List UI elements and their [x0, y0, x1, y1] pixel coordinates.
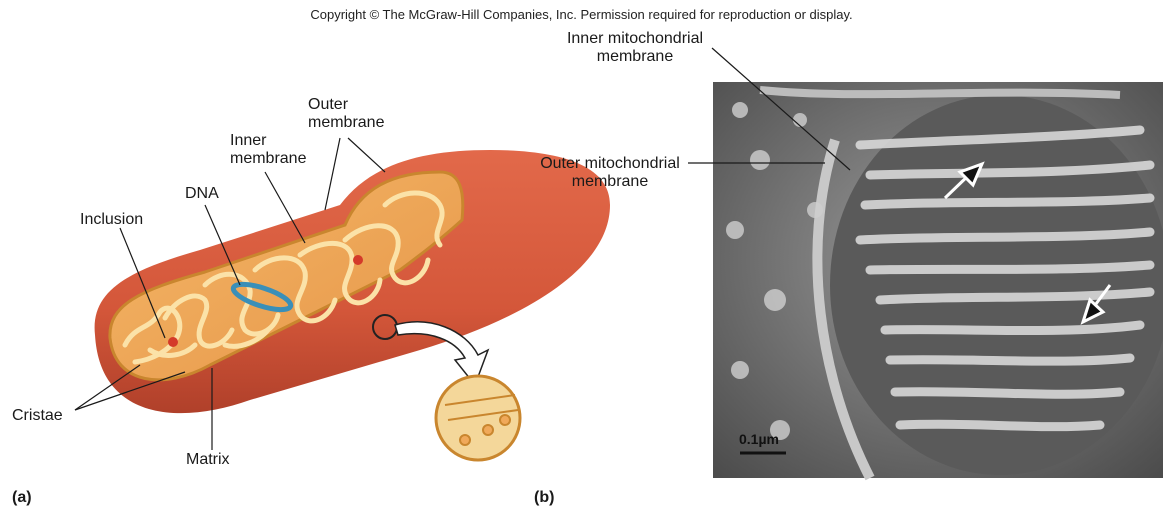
panel-a-letter: (a): [12, 489, 32, 507]
inclusion-granule-2: [353, 255, 363, 265]
panel-b-letter: (b): [534, 489, 554, 507]
label-matrix: Matrix: [186, 451, 230, 469]
label-outer-mitochondrial-membrane: Outer mitochondrial membrane: [530, 155, 690, 191]
label-inclusion: Inclusion: [80, 211, 143, 229]
label-cristae: Cristae: [12, 407, 63, 425]
scale-bar-label: 0.1µm: [739, 430, 779, 448]
label-outer-membrane: Outer membrane: [308, 96, 384, 132]
inclusion-granule: [168, 337, 178, 347]
label-inner-membrane: Inner membrane: [230, 132, 306, 168]
label-dna: DNA: [185, 185, 219, 203]
electron-micrograph: [713, 82, 1163, 478]
label-inner-mitochondrial-membrane: Inner mitochondrial membrane: [560, 30, 710, 66]
